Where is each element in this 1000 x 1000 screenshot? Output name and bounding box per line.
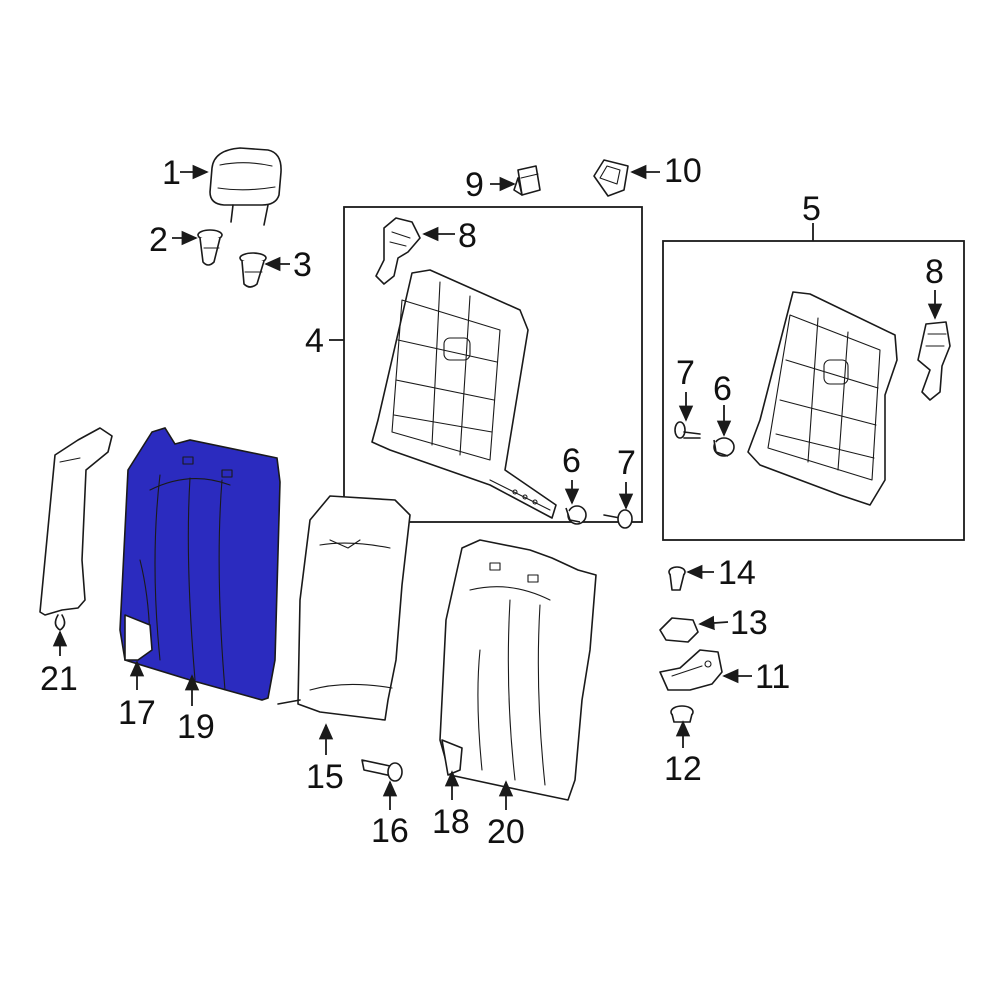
seatback-pad-part-19[interactable] [119,427,281,701]
callout-8-right: 8 [925,253,944,291]
callout-18: 18 [432,803,470,841]
callout-1: 1 [162,154,181,192]
headrest-part[interactable] [209,147,282,226]
pin-part-16[interactable] [361,759,403,782]
frame-assembly-box-left [343,206,643,523]
callout-21: 21 [40,660,78,698]
callout-2: 2 [149,221,168,259]
bolt-part-7-right[interactable] [674,421,701,439]
callout-15: 15 [306,758,344,796]
callout-4: 4 [305,322,324,360]
side-trim-part-21[interactable] [39,427,113,631]
callout-6-left: 6 [562,442,581,480]
callout-20: 20 [487,813,525,851]
callout-7-left: 7 [617,444,636,482]
back-panel-part-20[interactable] [439,539,597,801]
pad-edge-part-17[interactable] [124,614,153,661]
headrest-guide-part-3[interactable] [239,252,267,288]
callout-labels: 1 2 3 4 5 6 6 7 7 8 8 9 10 11 12 13 14 1… [40,152,944,851]
callout-11: 11 [755,658,790,696]
callout-16: 16 [371,812,409,850]
callout-7-right: 7 [676,354,695,392]
callout-17: 17 [118,694,156,732]
callout-leaders [52,164,943,810]
bracket-part-10[interactable] [593,159,629,197]
callout-12: 12 [664,750,702,788]
callout-6-right: 6 [713,370,732,408]
callout-8-left: 8 [458,217,477,255]
seatback-cover-part-15[interactable] [277,495,411,721]
latch-part-8-left[interactable] [375,217,421,285]
bracket-part-13[interactable] [659,617,699,643]
callout-19: 19 [177,708,215,746]
seat-frame-right-part-5[interactable] [747,291,898,506]
panel-edge-part-18[interactable] [441,739,463,776]
callout-13: 13 [730,604,768,642]
seatback-pad-fill [119,427,281,701]
callout-14: 14 [718,554,756,592]
seat-frame-left-part-4[interactable] [371,269,557,519]
hinge-part-11[interactable] [659,649,723,691]
callout-9: 9 [465,166,484,204]
clip-part-9[interactable] [513,165,541,196]
callout-10: 10 [664,152,702,190]
bolt-part-14[interactable] [668,566,686,591]
bushing-part-6-right[interactable] [713,437,735,457]
bolt-part-12[interactable] [670,705,694,723]
headrest-guide-part-2[interactable] [197,229,223,266]
callout-3: 3 [293,246,312,284]
latch-part-8-right[interactable] [917,321,951,401]
callout-5: 5 [802,190,821,228]
bushing-part-6-left[interactable] [565,505,587,525]
bolt-part-7-left[interactable] [603,509,633,529]
